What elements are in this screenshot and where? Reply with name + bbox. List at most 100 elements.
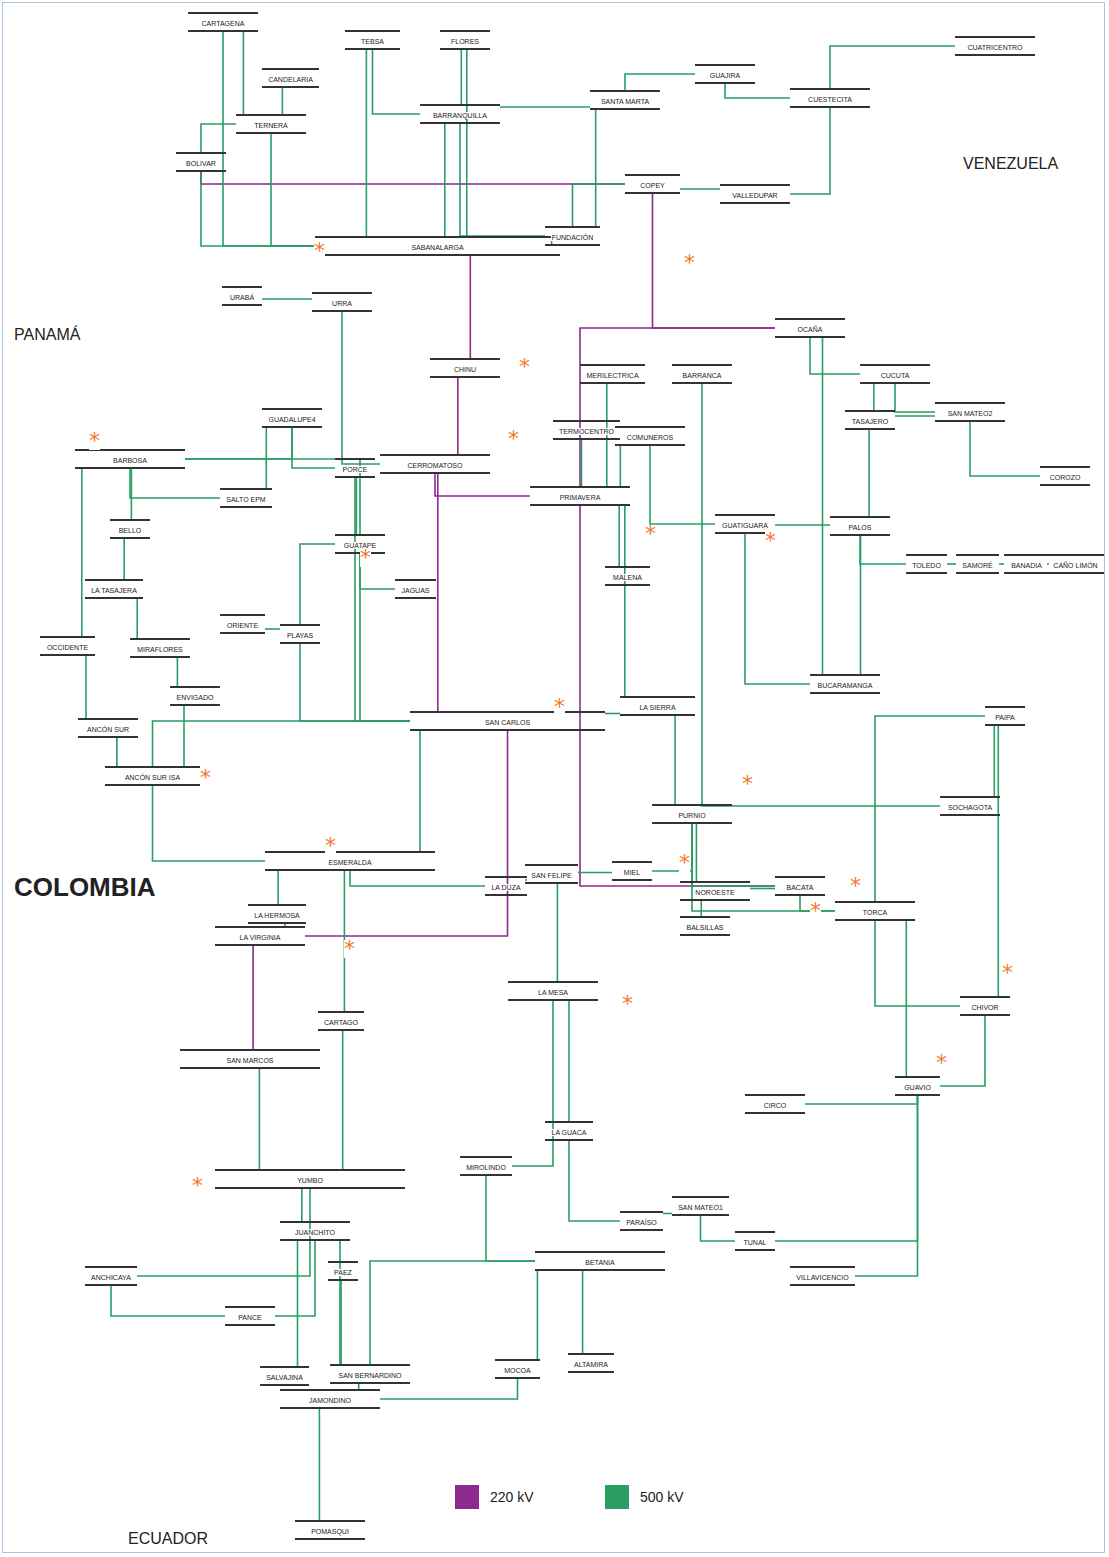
line-500kv — [265, 428, 267, 488]
substation-name: MIROLINDO — [465, 1164, 507, 1171]
line-500kv — [350, 871, 485, 886]
marker-asterisk: * — [508, 430, 519, 448]
line-500kv — [595, 110, 597, 226]
substation-name: SAN CARLOS — [484, 719, 531, 726]
line-500kv — [940, 1016, 985, 1086]
substation-bus: GUAJIRA — [695, 64, 755, 84]
substation-name: CUESTECITA — [807, 96, 853, 103]
line-500kv — [339, 1241, 341, 1364]
line-500kv — [875, 921, 960, 1006]
substation-bus: COMUNEROS — [615, 426, 685, 446]
substation-bus: MIEL — [612, 861, 652, 881]
line-500kv — [265, 628, 280, 630]
line-500kv — [85, 656, 87, 718]
line-500kv — [116, 738, 118, 766]
line-500kv — [860, 536, 862, 674]
line-500kv — [277, 871, 279, 904]
substation-bus: CUATRICENTRO — [955, 36, 1035, 56]
substation-bus: TASAJERO — [845, 410, 895, 430]
substation-name: BANADIA — [1010, 562, 1043, 569]
substation-bus: PAIPA — [985, 706, 1025, 726]
line-220kv — [435, 474, 530, 496]
line-500kv — [702, 384, 940, 806]
substation-bus: BUCARAMANGA — [810, 674, 880, 694]
line-500kv — [830, 46, 955, 88]
substation-name: BUCARAMANGA — [817, 682, 874, 689]
substation-name: SALTO EPM — [225, 496, 266, 503]
substation-name: SAN MATEO1 — [677, 1204, 724, 1211]
substation-bus: NOROESTE — [680, 881, 750, 901]
line-220kv — [201, 172, 625, 184]
marker-asterisk: * — [1002, 964, 1013, 982]
substation-bus: LA HERMOSA — [248, 904, 306, 924]
substation-bus: YUMBO — [215, 1169, 405, 1189]
substation-bus: JUANCHITO — [280, 1221, 350, 1241]
line-500kv — [136, 599, 138, 638]
substation-bus: SANTA MARTA — [590, 90, 660, 110]
line-500kv — [822, 338, 824, 674]
substation-name: COMUNEROS — [626, 434, 674, 441]
substation-bus: SALTO EPM — [220, 488, 272, 508]
substation-bus: BALSILLAS — [680, 916, 730, 936]
marker-asterisk: * — [645, 525, 656, 543]
substation-bus: ANCHICAYA — [85, 1266, 137, 1286]
substation-bus: LA MESA — [508, 981, 598, 1001]
line-500kv — [750, 888, 775, 890]
substation-bus: PALOS — [830, 516, 890, 536]
substation-bus: TUNAL — [735, 1231, 775, 1251]
substation-name: GUADALUPE4 — [267, 416, 316, 423]
line-500kv — [342, 1031, 344, 1169]
line-500kv — [185, 428, 292, 459]
line-500kv — [271, 134, 315, 246]
substation-name: ORIENTE — [226, 622, 259, 629]
line-500kv — [868, 430, 870, 516]
line-500kv — [356, 478, 358, 534]
substation-name: CARTAGENA — [201, 20, 246, 27]
substation-bus: MIROLINDO — [460, 1156, 512, 1176]
substation-name: CHINU — [453, 366, 477, 373]
line-500kv — [895, 384, 935, 412]
country-label: VENEZUELA — [963, 155, 1058, 173]
substation-name: BALSILLAS — [686, 924, 725, 931]
substation-bus: BARRANCA — [672, 364, 732, 384]
substation-name: GUATIGUARA — [721, 522, 769, 529]
line-500kv — [775, 524, 830, 526]
substation-name: SAN FELIPE — [530, 872, 572, 879]
line-500kv — [300, 644, 410, 721]
line-500kv — [606, 384, 608, 486]
line-500kv — [895, 415, 935, 417]
marker-asterisk: * — [810, 902, 821, 920]
substation-bus: ENVIGADO — [170, 686, 220, 706]
line-500kv — [366, 50, 368, 236]
substation-name: SAN MARCOS — [225, 1057, 274, 1064]
marker-asterisk: * — [850, 877, 861, 895]
legend-swatch — [455, 1485, 479, 1509]
line-500kv — [419, 731, 421, 851]
substation-name: BELLO — [118, 527, 143, 534]
line-500kv — [625, 74, 695, 90]
marker-asterisk: * — [936, 1054, 947, 1072]
substation-bus: CERROMATOSO — [380, 454, 490, 474]
substation-bus: SAN MATEO2 — [935, 402, 1005, 422]
line-500kv — [947, 563, 956, 565]
line-500kv — [775, 1096, 918, 1241]
line-500kv — [860, 536, 906, 564]
substation-bus: LA TASAJERA — [85, 579, 143, 599]
substation-bus: FUNDACIÓN — [545, 226, 600, 246]
line-500kv — [680, 188, 720, 190]
line-500kv — [460, 124, 545, 236]
substation-bus: ANCÓN SUR ISA — [105, 766, 200, 786]
line-500kv — [177, 658, 179, 686]
substation-name: JAMONDINO — [308, 1397, 352, 1404]
line-500kv — [123, 539, 125, 579]
substation-name: VILLAVICENCIO — [795, 1274, 849, 1281]
line-500kv — [790, 108, 830, 194]
substation-bus: CAÑO LIMÓN — [1047, 554, 1104, 574]
line-500kv — [500, 106, 590, 108]
line-500kv — [663, 1213, 672, 1215]
substation-bus: BARRANQUILLA — [420, 104, 500, 124]
substation-name: LA MESA — [537, 989, 569, 996]
substation-bus: ALTAMIRA — [568, 1353, 614, 1373]
line-500kv — [370, 1261, 535, 1364]
substation-name: MIEL — [623, 869, 641, 876]
